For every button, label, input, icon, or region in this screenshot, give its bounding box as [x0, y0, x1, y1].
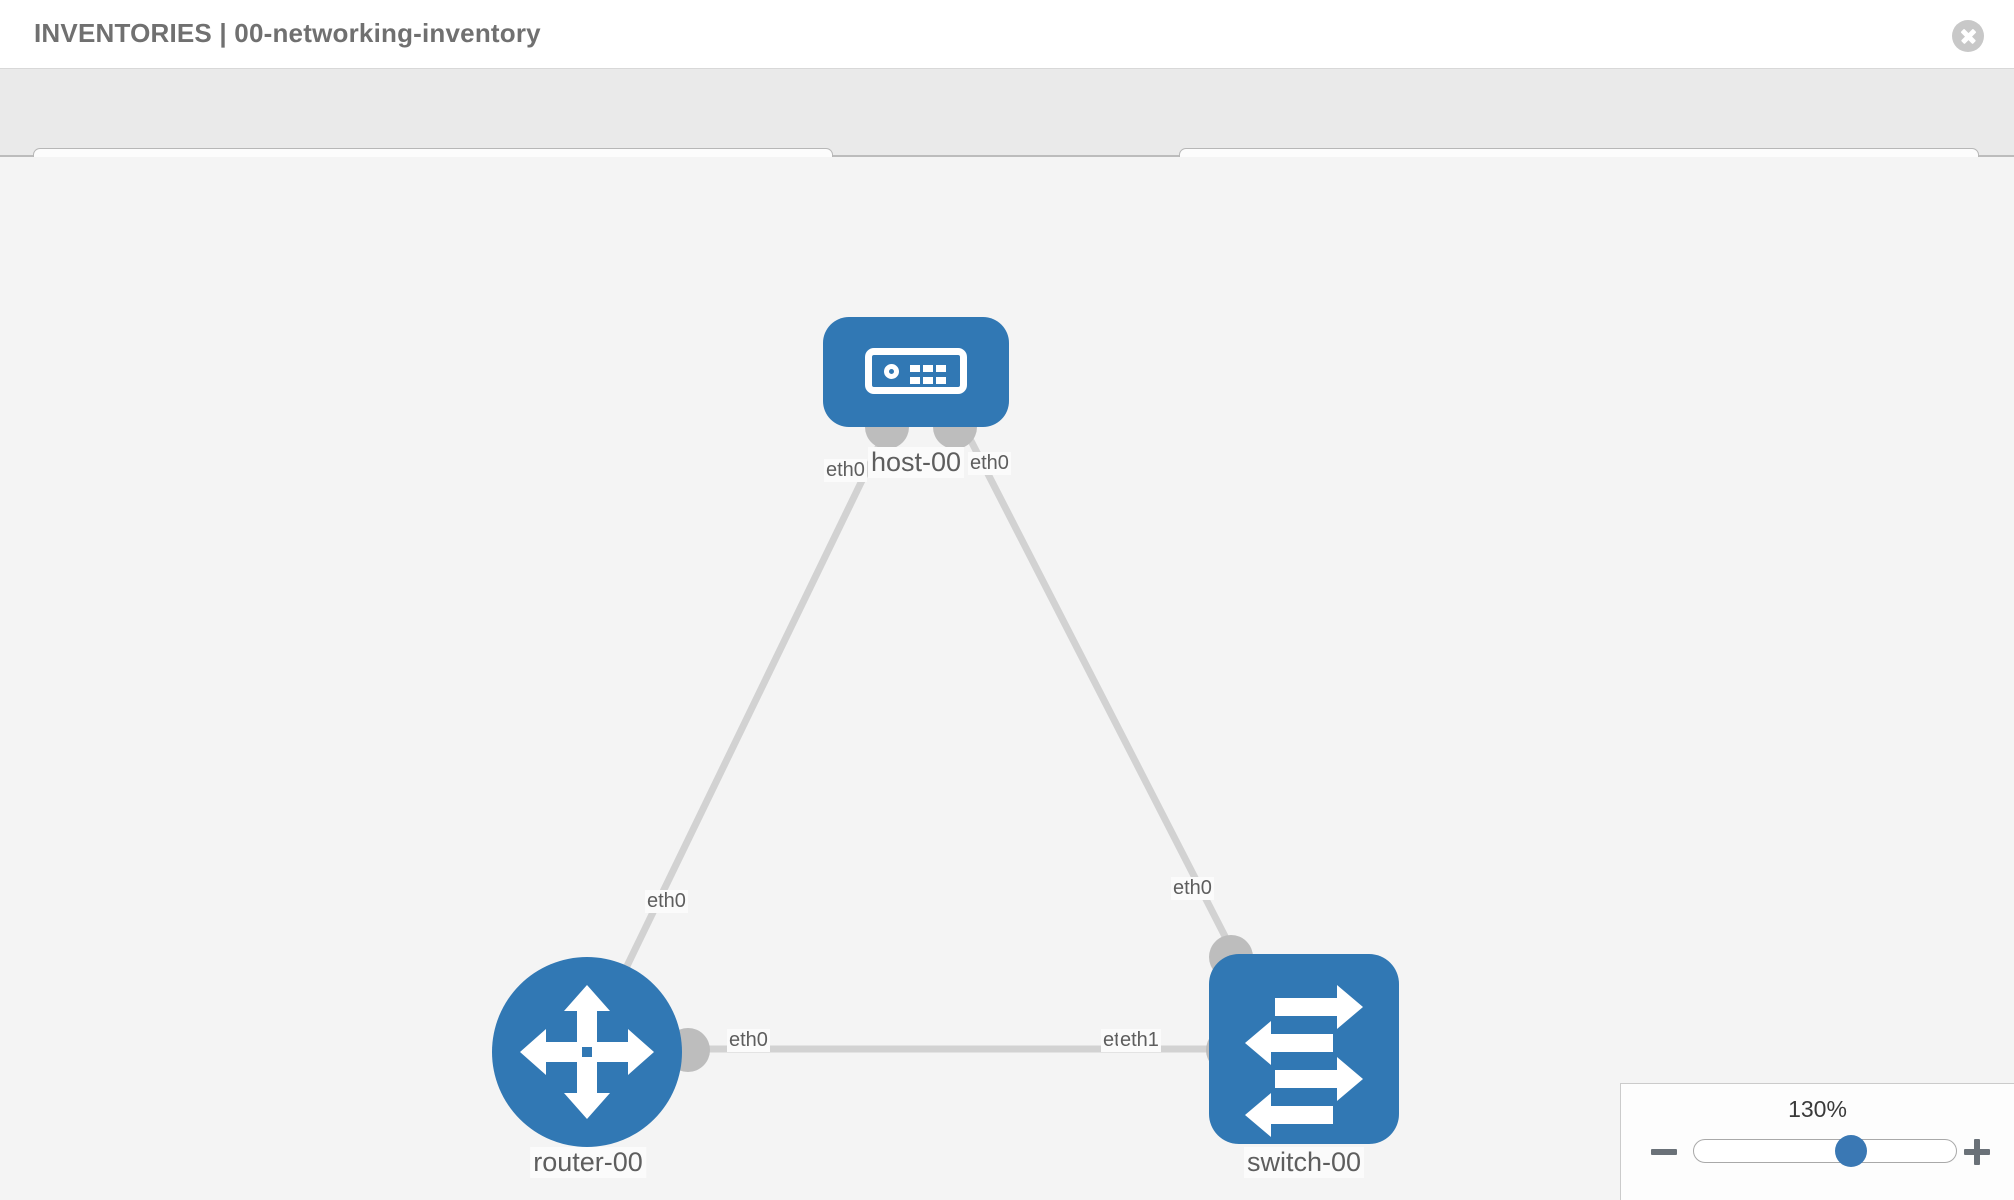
zoom-slider-track[interactable]: [1693, 1135, 1957, 1167]
iface-label-host-left: eth0: [824, 459, 867, 482]
node-label-router-00: router-00: [530, 1147, 646, 1178]
router-arrows-icon: [520, 985, 654, 1119]
link-host-switch: [964, 433, 1256, 991]
switch-arrows-icon: [1245, 985, 1363, 1137]
iface-label-host-right: eth0: [968, 452, 1011, 475]
server-ports-icon: [910, 365, 950, 384]
page-title: INVENTORIES | 00-networking-inventory: [34, 18, 541, 48]
page-header: INVENTORIES | 00-networking-inventory: [0, 0, 2014, 68]
zoom-in-button[interactable]: [1962, 1137, 1992, 1167]
zoom-percent-label: 130%: [1788, 1096, 1847, 1122]
topology-edges: [608, 405, 1256, 1072]
node-label-host-00: host-00: [867, 447, 965, 478]
zoom-out-button[interactable]: [1649, 1137, 1679, 1167]
server-led-icon: [884, 364, 899, 379]
close-icon[interactable]: [1952, 20, 1984, 52]
zoom-slider-handle[interactable]: [1835, 1135, 1868, 1167]
iface-label-router-uplink: eth0: [645, 890, 688, 913]
iface-label-router-right: eth0: [727, 1029, 770, 1052]
iface-label-switch-uplink: eth0: [1171, 877, 1214, 900]
server-icon: [865, 348, 967, 394]
zoom-control-panel: 130%: [1620, 1083, 2014, 1200]
link-connectors: [666, 405, 1253, 1072]
toolbar: ACTIONS SEARCH: [0, 68, 2014, 203]
node-label-switch-00: switch-00: [1243, 1147, 1365, 1178]
node-body: [823, 317, 1009, 427]
topology-canvas[interactable]: host-00 router-00: [0, 157, 2014, 1200]
iface-label-switch-left-eth1: eth1: [1118, 1029, 1161, 1052]
